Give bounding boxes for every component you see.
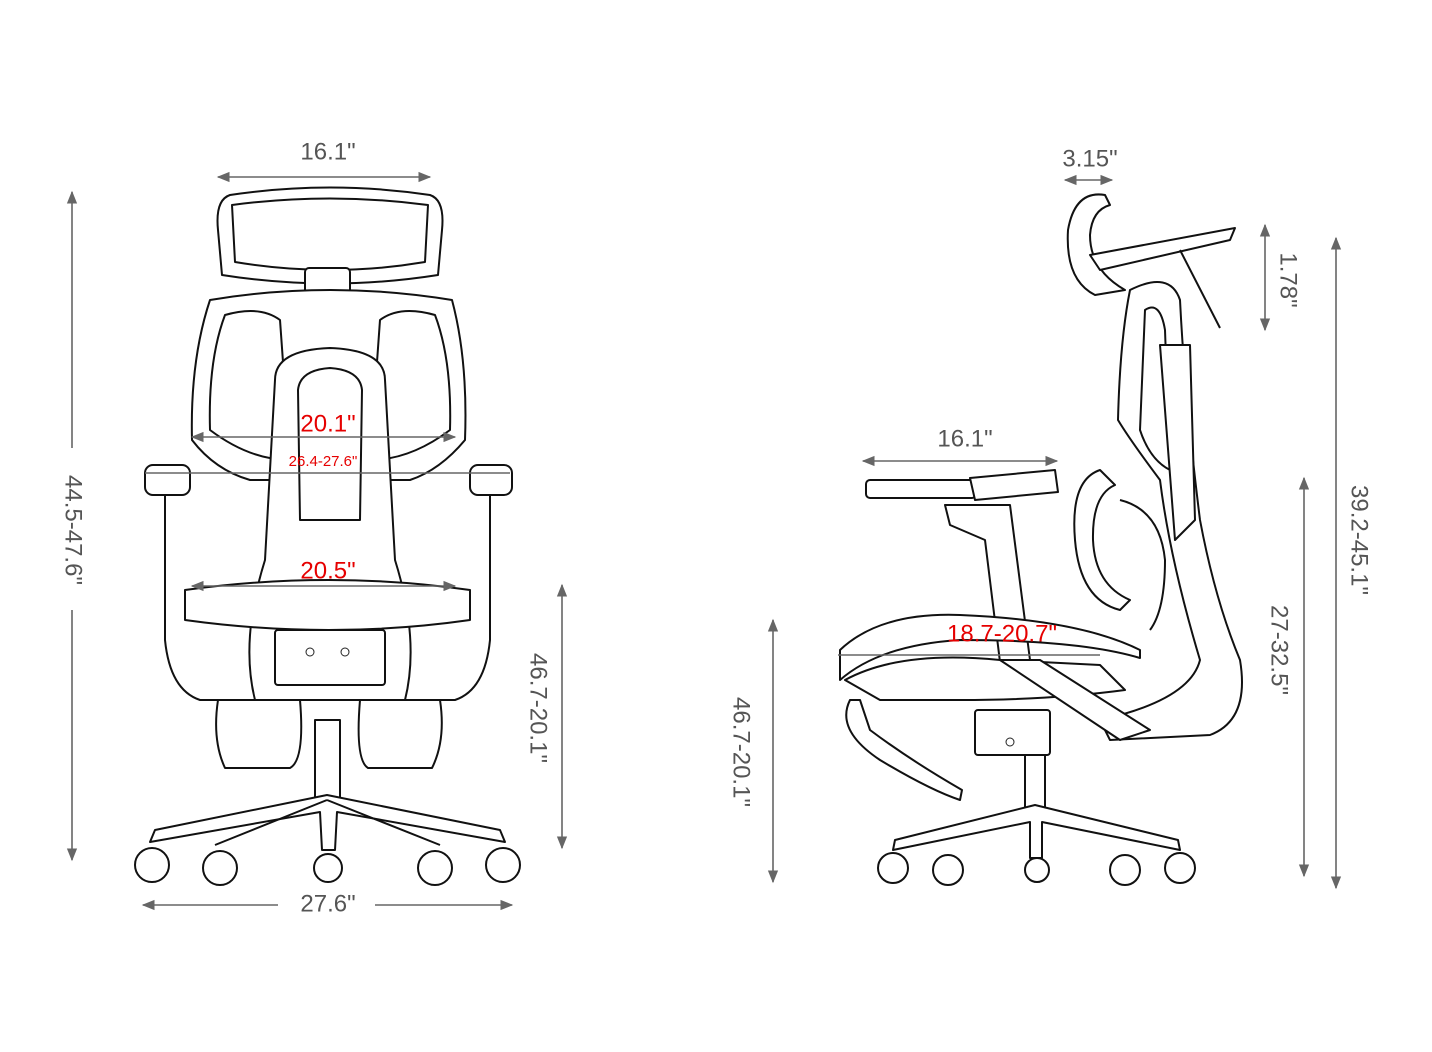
front-view-chair [134,186,521,886]
casters [134,847,521,886]
front-overall-height-label: 44.5-47.6" [60,475,87,585]
side-overall-height-label: 39.2-45.1" [1346,485,1373,595]
front-back-width-label: 20.1" [300,410,355,437]
front-seat-width-label: 20.5" [300,557,355,584]
side-seat-height-label: 46.7-20.1" [728,697,755,807]
front-seat-height-label: 46.7-20.1" [525,653,552,763]
front-arm-width-label: 26.4-27.6" [289,453,358,470]
front-dimensions: 16.1" 44.5-47.6" 20.1" 26.4-27.6" 20.5" … [60,138,568,917]
front-headrest-width-label: 16.1" [300,138,355,165]
side-dimensions: 3.15" 1.78" 39.2-45.1" 16.1" 18.7-20.7" … [728,145,1373,890]
side-armrest-length-label: 16.1" [937,425,992,452]
side-headrest-adjust-label: 1.78" [1275,252,1302,307]
side-headrest-depth-label: 3.15" [1062,145,1117,172]
side-view-chair [839,193,1243,886]
front-base-width-label: 27.6" [300,890,355,917]
side-back-height-label: 27-32.5" [1266,605,1293,695]
side-seat-depth-label: 18.7-20.7" [947,620,1057,647]
side-casters [877,852,1196,886]
